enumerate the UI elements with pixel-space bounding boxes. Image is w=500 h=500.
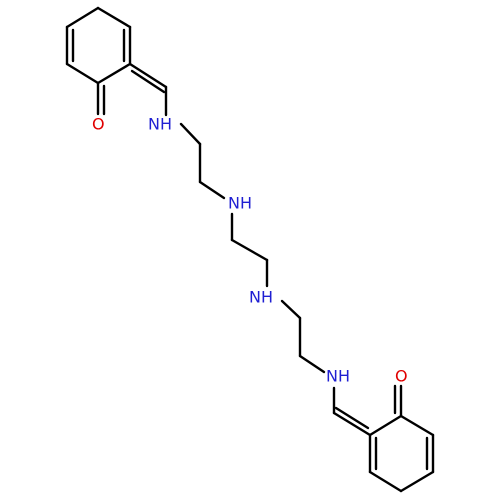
bond <box>368 470 403 493</box>
bond <box>368 414 403 437</box>
bottom-ring <box>368 384 435 493</box>
nh-label-1: NH <box>148 115 172 134</box>
bond <box>179 122 202 146</box>
oxygen-label-bottom: O <box>395 367 408 386</box>
bond <box>298 354 326 374</box>
top-ring <box>65 6 132 116</box>
bond <box>65 62 100 85</box>
bond <box>96 6 132 29</box>
bond <box>198 180 226 200</box>
nh-label-3: NH <box>249 288 273 307</box>
bond <box>65 6 100 29</box>
nh-label-2: NH <box>228 194 252 213</box>
nh-label-4: NH <box>326 367 350 386</box>
oxygen-label-top: O <box>92 115 105 134</box>
bond <box>230 238 269 262</box>
bond <box>334 406 370 430</box>
bond <box>399 414 435 437</box>
polyamine-chain <box>164 85 336 415</box>
bond <box>96 62 132 85</box>
bond <box>399 470 435 493</box>
bond <box>128 62 168 89</box>
bond <box>130 69 166 94</box>
bond <box>280 299 302 320</box>
bond <box>332 411 372 437</box>
